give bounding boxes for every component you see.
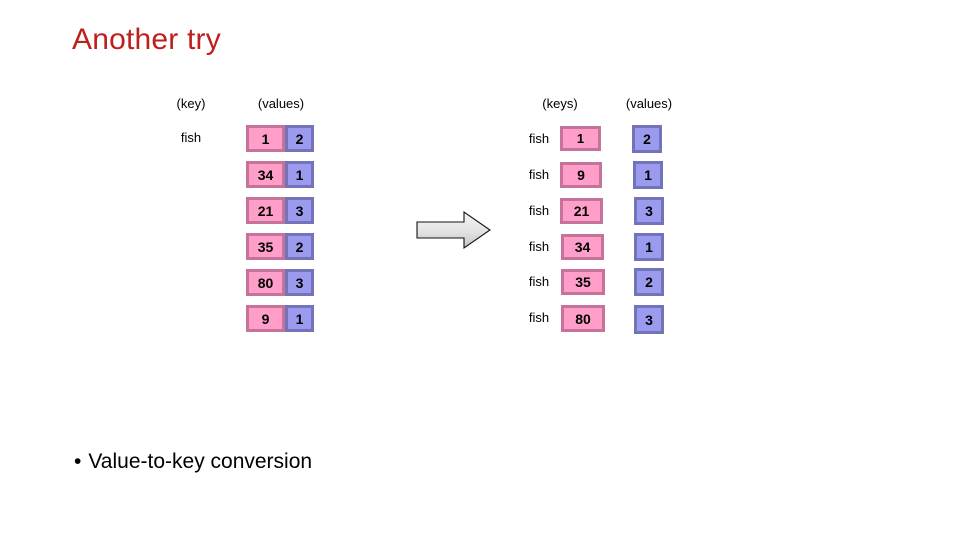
left-key-cell[interactable]: 80 — [246, 269, 285, 296]
right-row-label: fish — [528, 203, 550, 218]
left-header-values: (values) — [257, 96, 305, 111]
right-header-values: (values) — [625, 96, 673, 111]
left-value-cell[interactable]: 1 — [285, 305, 314, 332]
right-row-label: fish — [528, 131, 550, 146]
right-header-keys: (keys) — [542, 96, 578, 111]
right-row-label: fish — [528, 167, 550, 182]
right-key-cell[interactable]: 1 — [560, 126, 601, 151]
right-key-cell[interactable]: 34 — [561, 234, 604, 260]
left-key-cell[interactable]: 21 — [246, 197, 285, 224]
right-row-label: fish — [528, 274, 550, 289]
right-key-cell[interactable]: 9 — [560, 162, 602, 188]
right-block-arrow-icon — [416, 210, 492, 250]
left-value-cell[interactable]: 1 — [285, 161, 314, 188]
right-value-cell[interactable]: 2 — [632, 125, 662, 153]
right-value-cell[interactable]: 1 — [633, 161, 663, 189]
page-title: Another try — [72, 23, 221, 56]
left-key-cell[interactable]: 9 — [246, 305, 285, 332]
right-value-cell[interactable]: 2 — [634, 268, 664, 296]
left-value-cell[interactable]: 2 — [285, 125, 314, 152]
left-value-cell[interactable]: 2 — [285, 233, 314, 260]
left-key-cell[interactable]: 35 — [246, 233, 285, 260]
bullet-marker: • — [74, 450, 82, 473]
bullet-line: • Value-to-key conversion — [74, 448, 312, 476]
right-key-cell[interactable]: 35 — [561, 269, 605, 295]
right-value-cell[interactable]: 3 — [634, 197, 664, 225]
left-key-cell[interactable]: 34 — [246, 161, 285, 188]
right-row-label: fish — [528, 310, 550, 325]
arrow-svg — [416, 210, 491, 250]
right-row-label: fish — [528, 239, 550, 254]
right-value-cell[interactable]: 1 — [634, 233, 664, 261]
left-value-cell[interactable]: 3 — [285, 269, 314, 296]
right-key-cell[interactable]: 21 — [560, 198, 603, 224]
right-key-cell[interactable]: 80 — [561, 305, 605, 332]
bullet-text: Value-to-key conversion — [88, 450, 313, 473]
left-row-label: fish — [180, 130, 202, 145]
left-header-key: (key) — [176, 96, 206, 111]
right-value-cell[interactable]: 3 — [634, 305, 664, 334]
left-key-cell[interactable]: 1 — [246, 125, 285, 152]
left-value-cell[interactable]: 3 — [285, 197, 314, 224]
